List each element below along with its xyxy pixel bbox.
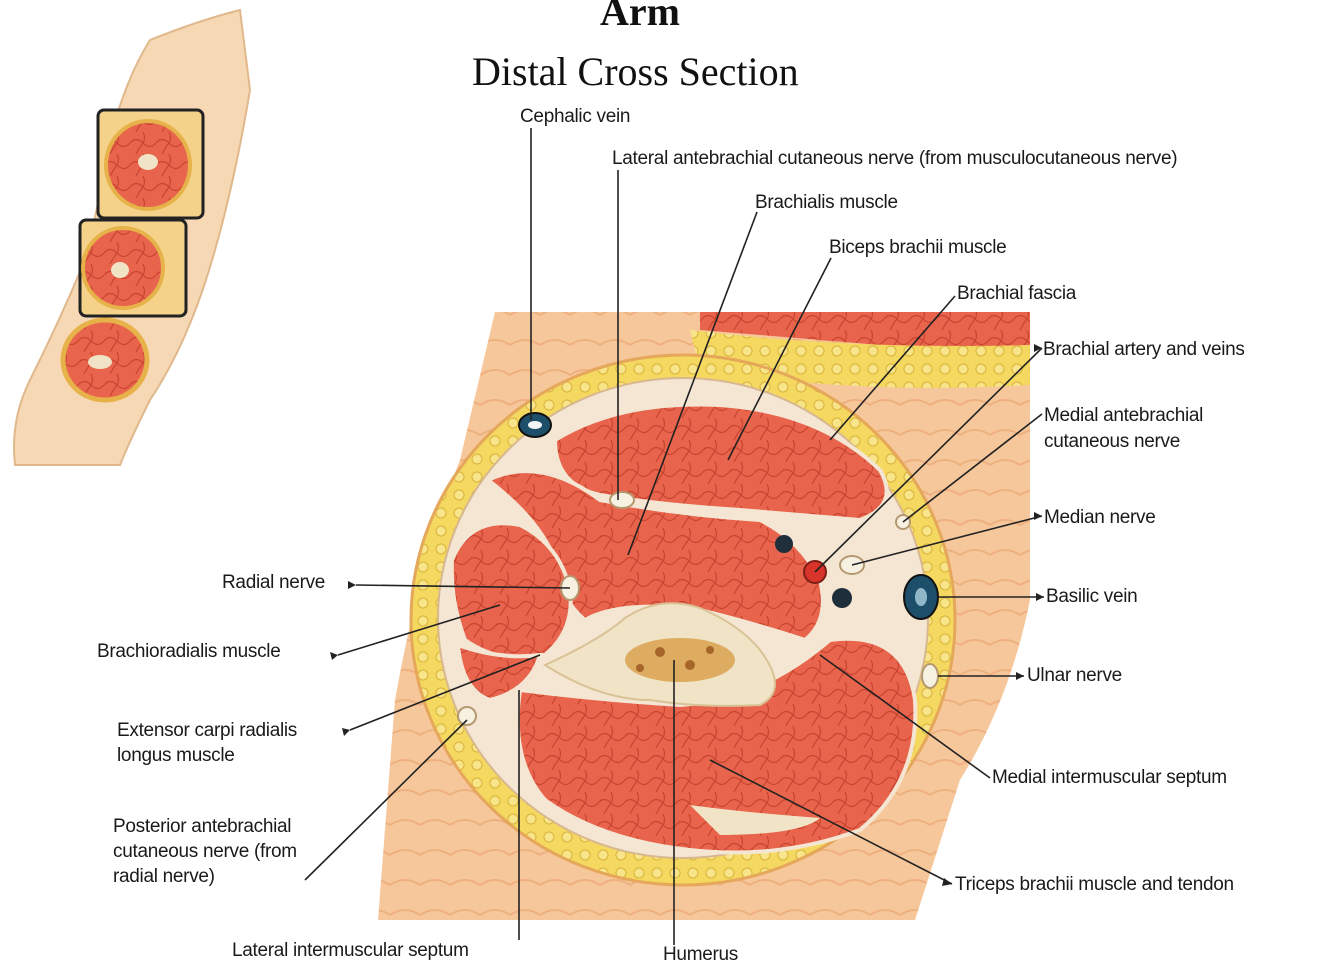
label-brachial-artery-veins: Brachial artery and veins bbox=[1043, 338, 1245, 362]
label-posterior-antebrachial-3: radial nerve) bbox=[113, 865, 215, 889]
label-posterior-antebrachial-1: Posterior antebrachial bbox=[113, 815, 291, 839]
label-ulnar-nerve: Ulnar nerve bbox=[1027, 664, 1122, 688]
ulnar-nerve-dot bbox=[922, 664, 938, 688]
label-medial-intermuscular-septum: Medial intermuscular septum bbox=[992, 766, 1227, 790]
humerus-marrow bbox=[625, 638, 735, 682]
diagram-subtitle: Distal Cross Section bbox=[472, 48, 799, 95]
label-medial-antebrachial-1: Medial antebrachial bbox=[1044, 404, 1203, 428]
cross-section bbox=[378, 312, 1030, 920]
label-brachialis-muscle: Brachialis muscle bbox=[755, 191, 898, 215]
label-humerus: Humerus bbox=[663, 943, 738, 967]
label-median-nerve: Median nerve bbox=[1044, 506, 1156, 530]
thumbnail-section-upper bbox=[98, 110, 203, 218]
label-radial-nerve: Radial nerve bbox=[222, 571, 325, 595]
diagram-title: Arm bbox=[600, 0, 680, 35]
lateral-antebrachial-nerve-dot bbox=[610, 492, 634, 508]
label-lateral-intermuscular-septum: Lateral intermuscular septum bbox=[232, 939, 469, 963]
label-biceps-brachii-muscle: Biceps brachii muscle bbox=[829, 236, 1006, 260]
label-ecrl-2: longus muscle bbox=[117, 744, 235, 768]
label-brachioradialis-muscle: Brachioradialis muscle bbox=[97, 640, 280, 664]
label-brachial-fascia: Brachial fascia bbox=[957, 282, 1076, 306]
label-basilic-vein: Basilic vein bbox=[1046, 585, 1137, 609]
arm-thumbnail bbox=[14, 10, 250, 465]
label-lateral-antebrachial-nerve: Lateral antebrachial cutaneous nerve (fr… bbox=[612, 147, 1177, 171]
thumbnail-section-middle bbox=[80, 220, 186, 316]
label-posterior-antebrachial-2: cutaneous nerve (from bbox=[113, 840, 297, 864]
label-triceps-brachii: Triceps brachii muscle and tendon bbox=[955, 873, 1234, 897]
thumbnail-section-lower bbox=[63, 320, 147, 400]
label-medial-antebrachial-2: cutaneous nerve bbox=[1044, 430, 1180, 454]
label-cephalic-vein: Cephalic vein bbox=[520, 105, 630, 129]
label-ecrl-1: Extensor carpi radialis bbox=[117, 719, 297, 743]
posterior-antebrachial-nerve-dot bbox=[458, 707, 476, 725]
